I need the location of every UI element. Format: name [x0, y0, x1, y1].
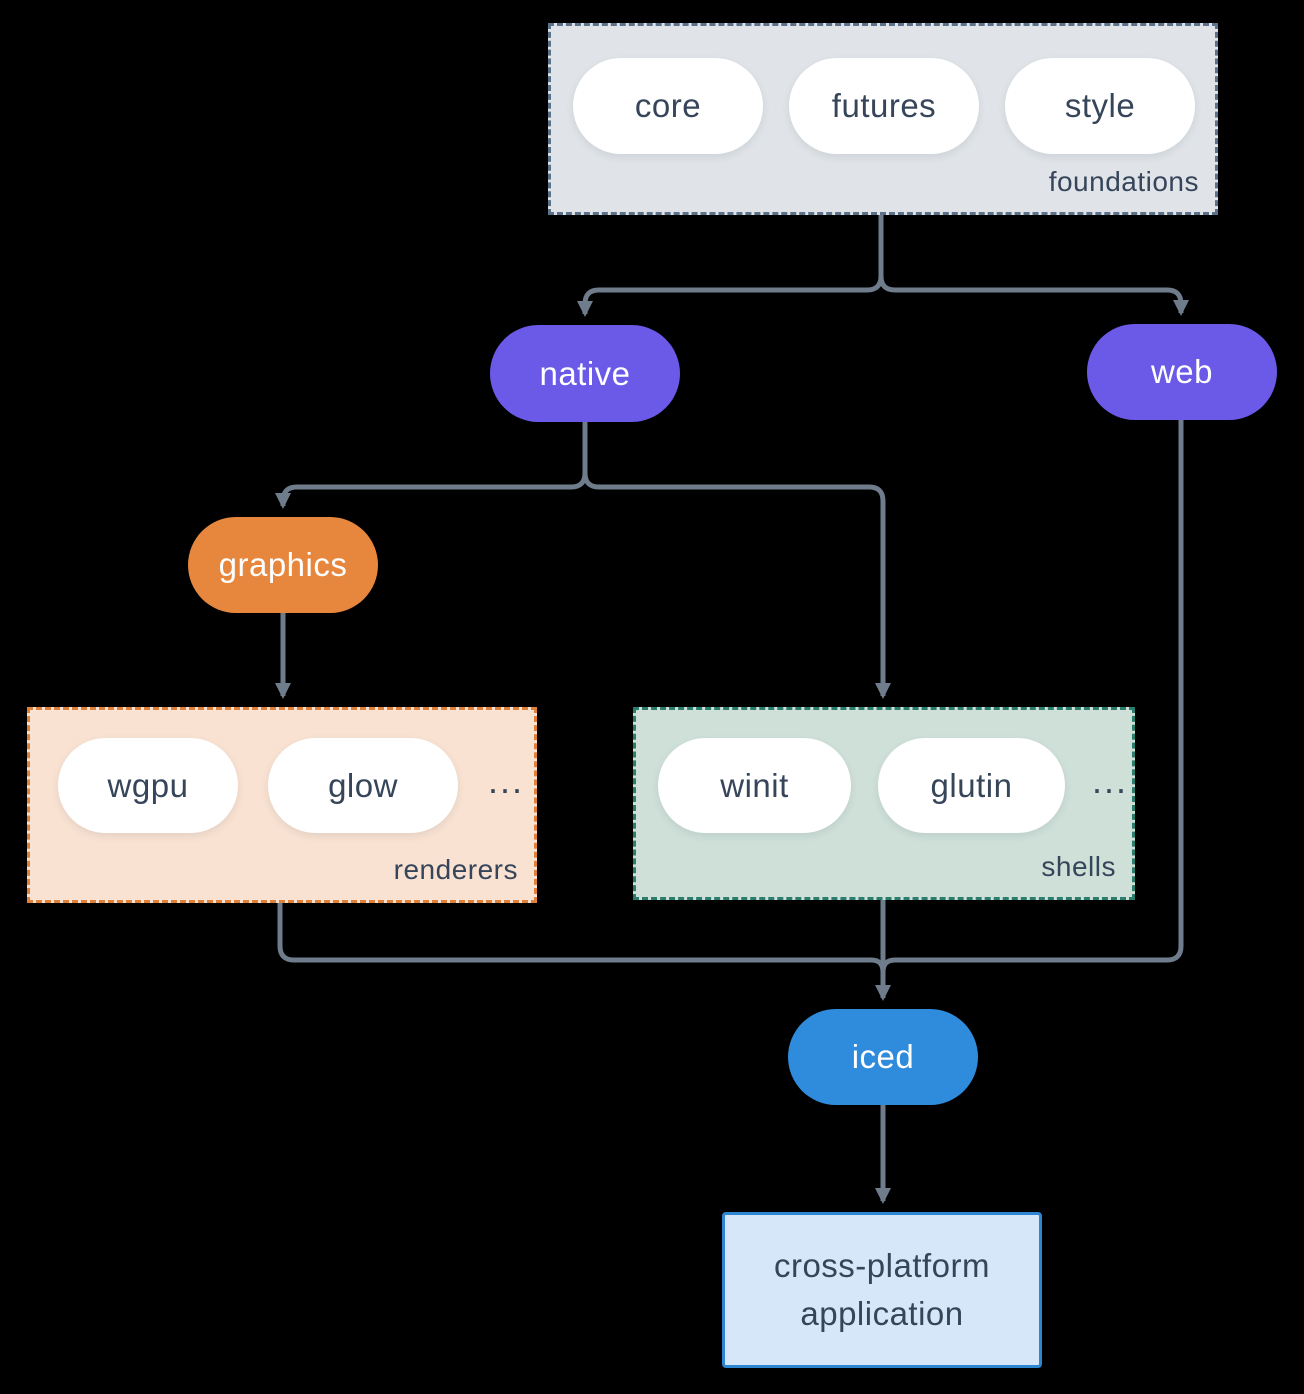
- application-label-line1: cross-platform: [773, 1247, 991, 1285]
- pill-wgpu-label: wgpu: [107, 766, 189, 804]
- edge-native-shells: [582, 422, 891, 699]
- shells-label: shells: [1041, 851, 1116, 882]
- edge-foundations-native: [577, 215, 884, 317]
- application-box: cross-platform application: [722, 1212, 1042, 1368]
- pill-futures: futures: [789, 58, 979, 154]
- application-label-line2: application: [800, 1295, 964, 1332]
- pill-core-label: core: [634, 87, 702, 124]
- shells-box: winit glutin ... shells: [633, 707, 1135, 900]
- renderers-label: renderers: [393, 854, 518, 885]
- pill-winit-label: winit: [720, 766, 789, 804]
- foundations-box: core futures style foundations: [548, 23, 1218, 215]
- node-native: native: [490, 325, 680, 422]
- node-iced: iced: [788, 1009, 978, 1105]
- edge-renderers-merge: [277, 903, 886, 973]
- pill-wgpu: wgpu: [58, 738, 238, 833]
- edge-foundations-web: [878, 215, 1189, 316]
- pill-futures-label: futures: [831, 87, 937, 124]
- foundations-label: foundations: [1048, 166, 1199, 197]
- node-web-label: web: [1150, 353, 1214, 390]
- node-graphics-label: graphics: [218, 546, 348, 583]
- pill-glutin-label: glutin: [930, 766, 1013, 804]
- shells-ellipsis: ...: [1092, 759, 1129, 801]
- node-native-label: native: [539, 354, 631, 392]
- pill-glutin: glutin: [878, 738, 1065, 833]
- node-graphics: graphics: [188, 517, 378, 613]
- pill-glow-label: glow: [328, 766, 398, 804]
- node-iced-label: iced: [851, 1038, 915, 1075]
- renderers-ellipsis: ...: [488, 759, 525, 801]
- pill-winit: winit: [658, 738, 851, 833]
- pill-core: core: [573, 58, 763, 154]
- pill-glow: glow: [268, 738, 458, 833]
- edge-native-graphics: [275, 422, 588, 509]
- pill-style-label: style: [1064, 87, 1136, 124]
- node-web: web: [1087, 324, 1277, 420]
- pill-style: style: [1005, 58, 1195, 154]
- renderers-box: wgpu glow ... renderers: [27, 707, 537, 903]
